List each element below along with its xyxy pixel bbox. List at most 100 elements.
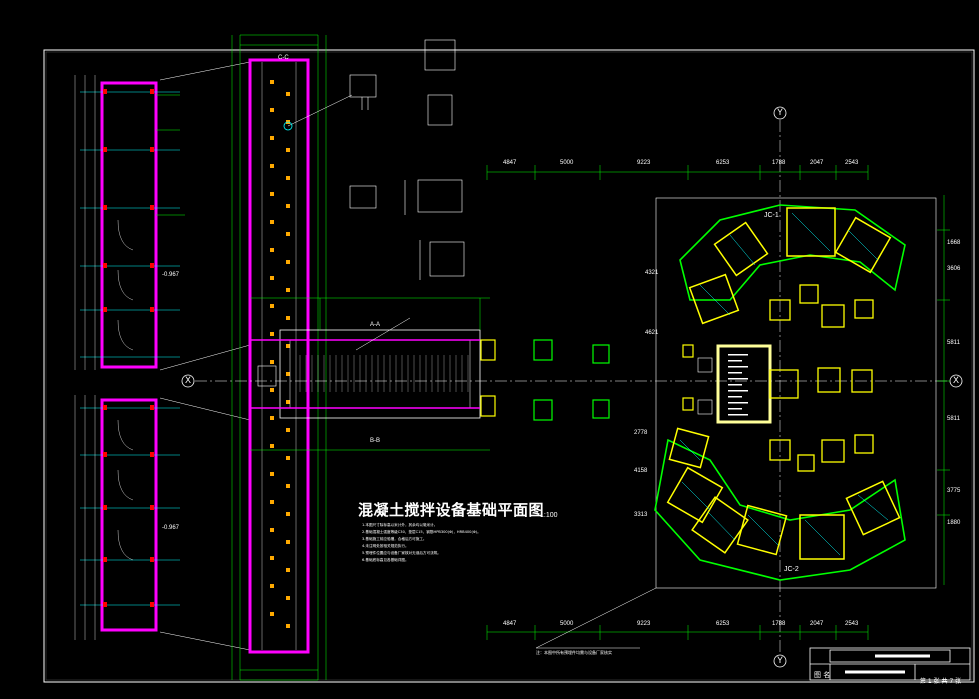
platform-mark — [728, 390, 748, 392]
pier-foundations — [480, 339, 694, 421]
axis-label-left: X — [184, 375, 191, 385]
anchor-bolt — [286, 232, 290, 236]
left-elevation-bottom — [74, 395, 180, 640]
platform-mark — [728, 360, 742, 362]
dim-top: 1788 — [772, 160, 786, 166]
anchor-bolt — [270, 584, 274, 588]
anchor-bolt — [270, 444, 274, 448]
axis-bubble-top — [773, 106, 787, 120]
anchor-bolt — [270, 136, 274, 140]
note-line: 5.预埋件位置应与设备厂家核对无误后方可浇筑。 — [362, 551, 441, 555]
anchor-bolt — [286, 484, 290, 488]
anchor-bolt — [286, 316, 290, 320]
elevation-note: -0.967 — [162, 272, 180, 278]
dim-top: 6253 — [716, 160, 730, 166]
pedestals — [769, 284, 874, 472]
anchor-bolt — [270, 80, 274, 84]
dim-left: 4621 — [645, 330, 659, 336]
plant-outline — [655, 197, 937, 589]
anchor-bolt — [270, 192, 274, 196]
anchor-bolt — [286, 540, 290, 544]
platform-mark — [728, 414, 748, 416]
dim-top: 5000 — [560, 160, 574, 166]
anchor-bolt — [286, 372, 290, 376]
anchor-bolt — [270, 472, 274, 476]
detail-sketches — [349, 39, 465, 280]
anchor-bolt — [286, 596, 290, 600]
dim-bottom: 4847 — [503, 621, 517, 627]
central-platform — [697, 344, 772, 424]
platform-mark — [728, 372, 742, 374]
axis-label-bottom: Y — [776, 655, 783, 665]
anchor-bolt — [270, 388, 274, 392]
platform-mark — [728, 384, 742, 386]
anchor-bolt — [286, 92, 290, 96]
drawing-title: 混凝土搅拌设备基础平面图 — [358, 501, 545, 519]
dim-left: 4158 — [634, 468, 648, 474]
platform-mark — [728, 366, 748, 368]
dim-top: 2047 — [810, 160, 824, 166]
platform-mark — [728, 402, 748, 404]
anchor-bolt — [270, 304, 274, 308]
note-line: 3.基础施工前应验槽，合格后方可施工。 — [362, 537, 427, 541]
sheet-number: 第 1 张 共 7 张 — [920, 678, 962, 685]
horizontal-conveyor-foundation — [250, 297, 490, 451]
dim-left: 2778 — [634, 430, 648, 436]
anchor-bolt — [270, 360, 274, 364]
dim-right: 1880 — [947, 520, 961, 526]
dim-bottom: 2047 — [810, 621, 824, 627]
left-elevation-top — [74, 75, 185, 370]
axis-label-right: X — [952, 375, 959, 385]
anchor-bolt — [270, 164, 274, 168]
section-label: C-C — [278, 55, 289, 61]
platform-mark — [728, 354, 748, 356]
note-line: 6.基础底标高见各基础详图。 — [362, 558, 409, 562]
dim-right: 5811 — [947, 416, 960, 422]
dim-top: 2543 — [845, 160, 859, 166]
dim-top: 9223 — [637, 160, 651, 166]
platform-mark — [728, 408, 742, 410]
title-block — [809, 647, 971, 681]
axis-bubble-bottom — [773, 654, 787, 668]
dim-right: 3775 — [947, 488, 961, 494]
anchor-bolt — [270, 500, 274, 504]
anchor-bolt — [286, 624, 290, 628]
anchor-bolt — [270, 612, 274, 616]
axis-label-top: Y — [776, 107, 783, 117]
axis-bubble-left — [181, 374, 195, 388]
anchor-bolt — [286, 568, 290, 572]
drawing-scale: 1:100 — [540, 512, 558, 519]
dim-bottom: 2543 — [845, 621, 859, 627]
dim-top: 4847 — [503, 160, 517, 166]
platform-mark — [728, 378, 748, 380]
anchor-bolt — [286, 400, 290, 404]
dim-right: 1668 — [947, 240, 961, 246]
note-line: 1.本图尺寸除标高以米计外，其余均以毫米计。 — [362, 523, 438, 527]
drawing-border — [43, 49, 975, 683]
dimension-chain-bottom — [486, 625, 869, 640]
anchor-bolt — [270, 220, 274, 224]
dim-bottom: 5000 — [560, 621, 574, 627]
anchor-bolt — [286, 148, 290, 152]
dimension-chain-top — [486, 165, 869, 180]
anchor-bolt — [270, 332, 274, 336]
dim-left: 4321 — [645, 270, 659, 276]
anchor-bolt — [286, 260, 290, 264]
jc1-foundation — [679, 204, 906, 325]
note-line: 2.基础混凝土强度等级C30，垫层C15，钢筋HPB300(Φ)，HRB400(… — [362, 530, 481, 534]
section-label: A-A — [370, 322, 381, 328]
drawing-border-inner — [45, 51, 973, 681]
general-notes: 1.本图尺寸除标高以米计外，其余均以毫米计。 2.基础混凝土强度等级C30，垫层… — [362, 522, 662, 564]
title-block-label: 图 名 — [814, 671, 831, 679]
anchor-bolt — [270, 108, 274, 112]
anchor-bolt — [286, 176, 290, 180]
elevation-note: -0.967 — [162, 525, 180, 531]
anchor-bolt — [270, 276, 274, 280]
anchor-bolt — [270, 416, 274, 420]
anchor-bolt — [270, 556, 274, 560]
platform-mark — [728, 396, 742, 398]
dim-bottom: 1788 — [772, 621, 786, 627]
dim-right: 3606 — [947, 266, 961, 272]
dim-right: 5811 — [947, 340, 960, 346]
anchor-bolt — [286, 204, 290, 208]
